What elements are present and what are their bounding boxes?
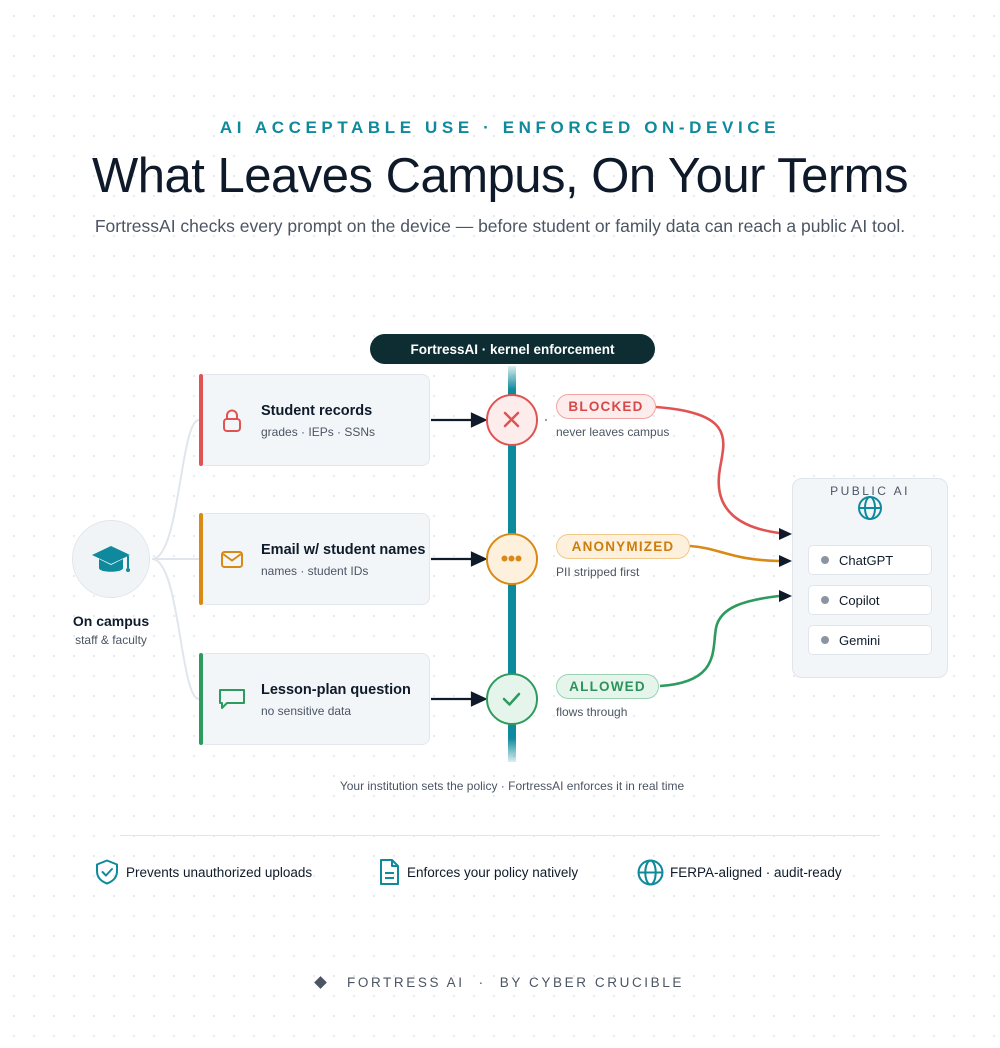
x-icon: [503, 411, 520, 428]
ai-item-label: ChatGPT: [839, 552, 894, 568]
chat-icon: [219, 689, 245, 709]
ai-item-copilot: Copilot: [808, 585, 932, 615]
anonymized-curve: [689, 544, 780, 563]
feature-ferpa: FERPA-aligned · audit-ready: [637, 858, 842, 886]
card-title: Student records: [261, 403, 373, 419]
feature-label: Prevents unauthorized uploads: [126, 864, 313, 880]
feature-label: Enforces your policy natively: [407, 864, 579, 880]
public-ai-label: PUBLIC AI: [830, 484, 910, 498]
card-title: Lesson-plan question: [261, 682, 411, 698]
ai-item-label: Copilot: [839, 592, 880, 608]
status-badge-anonymized: ANONYMIZED: [556, 534, 690, 559]
campus-title: On campus: [72, 613, 150, 629]
footer-byline: BY CYBER CRUCIBLE: [499, 975, 684, 990]
ai-item-chatgpt: ChatGPT: [808, 545, 932, 575]
card-accent-bar: [199, 513, 203, 605]
flow-card-student-records: Student records grades · IEPs · SSNs: [199, 374, 430, 466]
feature-label: FERPA-aligned · audit-ready: [670, 864, 842, 880]
blocked-curve: [655, 405, 780, 535]
status-note-blocked: never leaves campus: [556, 425, 670, 439]
anonymized-node: [486, 533, 538, 585]
footer-brand: FORTRESS AI: [347, 975, 465, 990]
ai-item-gemini: Gemini: [808, 625, 932, 655]
status-badge-allowed: ALLOWED: [556, 674, 659, 699]
status-note-allowed: flows through: [556, 705, 628, 719]
graduation-cap-icon: [92, 546, 130, 572]
globe-icon: [858, 496, 882, 520]
feature-uploads: Prevents unauthorized uploads: [94, 858, 312, 886]
flow-card-lesson-plan: Lesson-plan question no sensitive data: [199, 653, 430, 745]
campus-subtitle: staff & faculty: [75, 633, 147, 647]
campus-branches: [151, 419, 200, 700]
lock-icon: [223, 409, 241, 432]
shield-check-icon: [96, 859, 118, 885]
allowed-curve: [659, 594, 780, 688]
card-accent-bar: [199, 374, 203, 466]
policy-caption: Your institution sets the policy · Fortr…: [339, 779, 685, 793]
flow-card-email: Email w/ student names names · student I…: [199, 513, 430, 605]
campus-node: [72, 520, 150, 598]
status-badge-blocked: BLOCKED: [556, 394, 656, 419]
feature-policy: Enforces your policy natively: [377, 858, 578, 886]
status-note-anonymized: PII stripped first: [556, 565, 640, 579]
footer: FORTRESS AI · BY CYBER CRUCIBLE: [0, 975, 1000, 990]
check-icon: [502, 692, 521, 706]
mail-icon: [221, 551, 243, 568]
status-dot: [821, 556, 829, 564]
page-subtitle: FortressAI checks every prompt on the de…: [94, 216, 906, 236]
status-dot: [821, 636, 829, 644]
public-ai-arrowheads: [779, 528, 792, 602]
card-title: Email w/ student names: [261, 542, 426, 558]
status-dot: [821, 596, 829, 604]
blocked-node: [486, 394, 538, 446]
globe-icon: [637, 859, 664, 885]
diamond-icon: [314, 976, 327, 989]
dots-icon: [501, 555, 522, 562]
card-accent-bar: [199, 653, 203, 745]
allowed-node: [486, 673, 538, 725]
document-icon: [380, 859, 399, 885]
card-subtitle: grades · IEPs · SSNs: [261, 425, 376, 439]
divider: [120, 835, 880, 836]
page-title: What Leaves Campus, On Your Terms: [92, 149, 909, 203]
ai-item-label: Gemini: [839, 632, 881, 648]
card-subtitle: no sensitive data: [261, 704, 352, 718]
flow-arrows: [431, 412, 488, 707]
footer-separator: ·: [478, 975, 486, 990]
enforcement-label: FortressAI · kernel enforcement: [370, 334, 655, 364]
card-subtitle: names · student IDs: [261, 564, 369, 578]
eyebrow: AI ACCEPTABLE USE · ENFORCED ON-DEVICE: [219, 118, 781, 137]
